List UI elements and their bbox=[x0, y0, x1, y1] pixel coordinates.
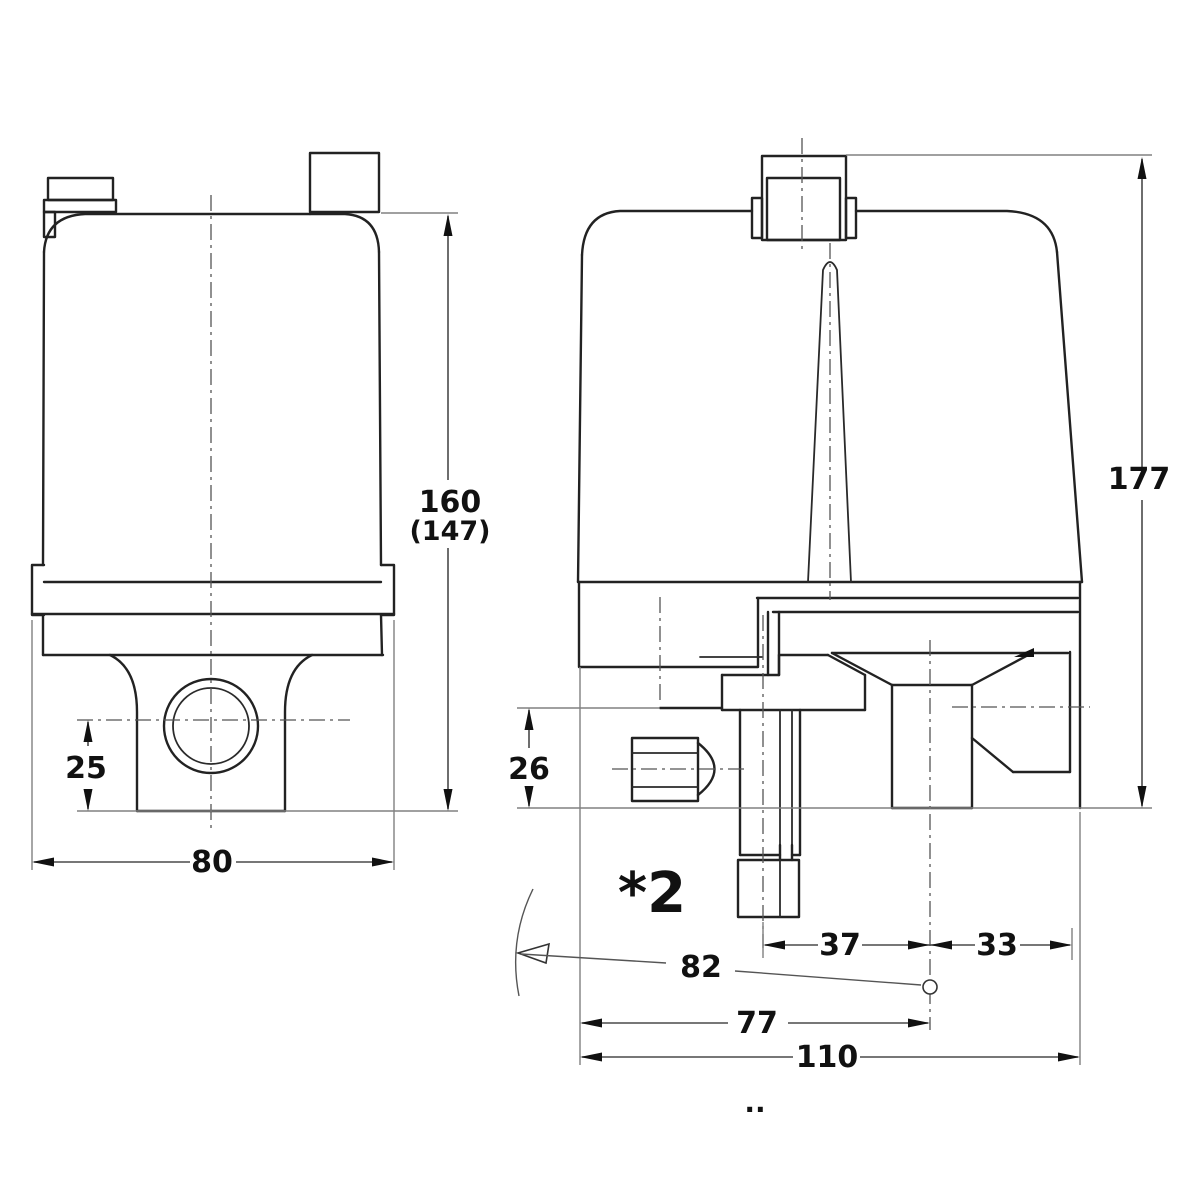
lower-housing bbox=[577, 580, 1080, 712]
dim-label-25: 25 bbox=[65, 751, 107, 786]
dim-label-82: 82 bbox=[680, 950, 722, 985]
side-view: 177 26 37 33 bbox=[508, 138, 1170, 1119]
front-body-outline bbox=[30, 212, 396, 657]
dim-front-port-center: 25 bbox=[65, 720, 107, 811]
dim-label-147: (147) bbox=[409, 516, 490, 547]
dim-37-33: 37 33 bbox=[762, 922, 1073, 963]
dim-front-height: 160 (147) bbox=[77, 212, 491, 812]
adjusting-spindle-spike bbox=[807, 261, 852, 583]
cable-gland-connector bbox=[750, 154, 858, 242]
dim-side-height: 177 bbox=[846, 154, 1171, 808]
dim-label-77: 77 bbox=[736, 1006, 778, 1041]
pressure-port-outer bbox=[162, 677, 260, 775]
cable-entry-tab-right bbox=[308, 151, 381, 214]
dim-label-33: 33 bbox=[976, 928, 1018, 963]
footnote-mark: .. bbox=[744, 1086, 765, 1119]
dim-label-177: 177 bbox=[1108, 462, 1171, 497]
dim-lever-radius: 82 bbox=[514, 888, 938, 997]
dim-label-37: 37 bbox=[819, 928, 861, 963]
dim-77: 77 bbox=[580, 1006, 930, 1041]
note-star2: *2 bbox=[618, 861, 686, 926]
range-spindle bbox=[720, 653, 867, 919]
dim-knob-height: 26 bbox=[508, 707, 660, 808]
spindle-end-block bbox=[736, 858, 801, 919]
dim-label-160: 160 bbox=[419, 485, 482, 520]
dim-front-width: 80 bbox=[31, 620, 395, 880]
dim-110: 110 bbox=[580, 1040, 1080, 1075]
dim-label-26: 26 bbox=[508, 752, 550, 787]
lever-pivot-ball bbox=[922, 979, 938, 995]
dim-label-80: 80 bbox=[191, 845, 233, 880]
terminal-tab-left bbox=[42, 176, 118, 239]
front-view: 160 (147) 25 80 bbox=[30, 151, 491, 880]
diaphragm-housing bbox=[830, 580, 1082, 810]
dim-label-110: 110 bbox=[796, 1040, 859, 1075]
side-body-outline bbox=[576, 209, 1084, 584]
